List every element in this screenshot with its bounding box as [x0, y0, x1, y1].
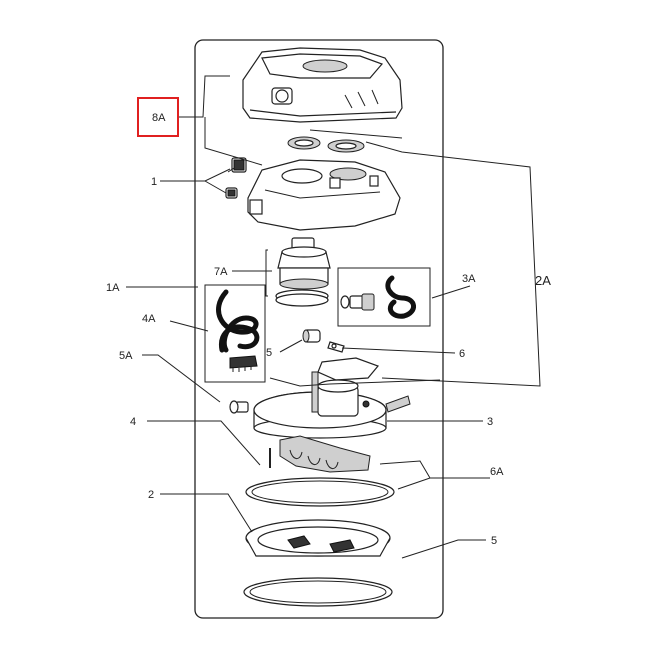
highlight-box-8a	[137, 97, 179, 137]
part-3a-hose-kit[interactable]	[337, 267, 431, 327]
label-5-upper: 5	[266, 347, 272, 359]
part-6a-o-ring[interactable]	[245, 477, 395, 507]
cover-seals	[287, 136, 365, 153]
part-3-base-unit[interactable]	[253, 371, 411, 439]
label-3a: 3A	[462, 273, 476, 285]
label-1: 1	[151, 176, 157, 188]
label-7a: 7A	[214, 266, 228, 278]
part-5-button[interactable]	[302, 329, 321, 343]
label-4a: 4A	[142, 313, 156, 325]
flat-gasket	[317, 357, 380, 381]
part-7a-motor[interactable]	[275, 237, 331, 307]
part-4a-hose-kit[interactable]	[204, 284, 266, 383]
label-8a: 8A	[152, 112, 166, 124]
part-6-clip[interactable]	[327, 341, 345, 353]
diagram-frame	[194, 39, 444, 619]
label-6: 6	[459, 348, 465, 360]
label-5-lower: 5	[491, 535, 497, 547]
label-3: 3	[487, 416, 493, 428]
label-6a: 6A	[490, 466, 504, 478]
label-2a: 2A	[535, 273, 551, 288]
part-8a-top-cover[interactable]	[242, 47, 403, 123]
part-6a-impeller[interactable]	[279, 435, 371, 473]
part-5-bottom-tray[interactable]	[245, 519, 391, 557]
label-5a: 5A	[119, 350, 133, 362]
label-2: 2	[148, 489, 154, 501]
motor-head-housing[interactable]	[247, 159, 401, 231]
part-1-switch[interactable]	[225, 157, 247, 199]
part-2-o-ring[interactable]	[243, 577, 393, 607]
label-1a: 1A	[106, 282, 120, 294]
label-4: 4	[130, 416, 136, 428]
leader-lines	[126, 75, 541, 559]
part-5a-gauge[interactable]	[229, 400, 249, 414]
